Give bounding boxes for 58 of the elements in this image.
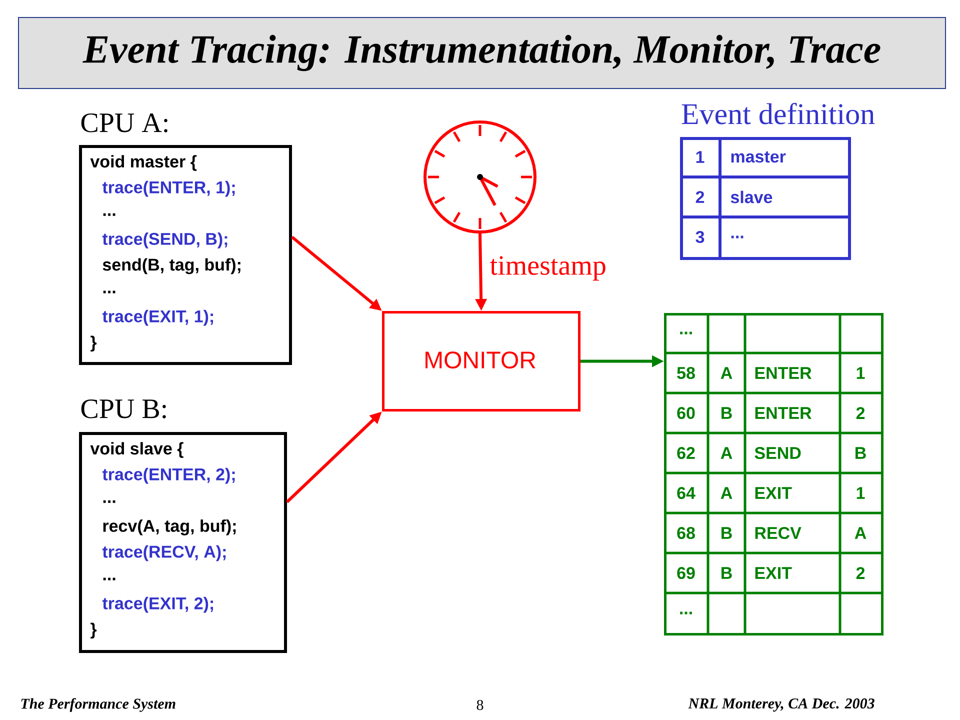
table-cell: A xyxy=(854,527,866,539)
edge-label: timestamp xyxy=(490,256,606,281)
code-line: } xyxy=(90,336,97,352)
clock-drawing xyxy=(424,120,536,234)
code-line: ... xyxy=(103,578,116,580)
table-cell: B xyxy=(722,527,732,539)
table-cell: 1 xyxy=(696,151,704,163)
code-line: trace(ENTER, 2); xyxy=(102,468,235,484)
table-cell: 60 xyxy=(677,406,695,420)
code-line: recv(A, tag, buf); xyxy=(103,519,236,536)
footer-text: 8 xyxy=(476,700,484,710)
table-cell: 64 xyxy=(677,486,696,500)
table-cell: 62 xyxy=(677,446,695,460)
code-line: trace(EXIT, 2); xyxy=(102,596,213,613)
footer-text: NRL Monterey, CA Dec. 2003 xyxy=(688,698,874,712)
table-cell: B xyxy=(722,407,732,419)
code-line: trace(EXIT, 1); xyxy=(102,310,213,326)
table-cell: 1 xyxy=(856,487,865,499)
table-cell: B xyxy=(856,447,866,459)
footer-text: The Performance System xyxy=(21,698,176,712)
table-cell: SEND xyxy=(754,446,801,460)
title-banner: Event Tracing: Instrumentation, Monitor, Trace xyxy=(18,17,946,89)
table-cell: RECV xyxy=(755,526,802,540)
code-line: send(B, tag, buf); xyxy=(102,258,240,274)
code-line: ... xyxy=(103,290,116,294)
code-line: trace(SEND, B); xyxy=(102,232,228,248)
table-cell: slave xyxy=(730,190,772,204)
code-line: void master { xyxy=(90,155,197,171)
table-cell: EXIT xyxy=(755,487,792,499)
table-cell: 2 xyxy=(856,567,865,579)
table-cell: 1 xyxy=(856,367,865,379)
code-line: trace(RECV, A); xyxy=(102,545,226,562)
table-cell: ENTER xyxy=(755,367,812,379)
code-line: ... xyxy=(103,213,116,216)
table-cell: B xyxy=(722,567,732,579)
monitor-box: MONITOR xyxy=(382,311,580,412)
table-cell: 2 xyxy=(856,407,865,419)
table-cell: master xyxy=(731,151,786,163)
code-line: void slave { xyxy=(90,442,184,458)
table-cell: ... xyxy=(731,236,744,238)
table-cell: 69 xyxy=(677,566,695,580)
table-cell: A xyxy=(720,367,732,379)
table-cell: 58 xyxy=(677,366,695,380)
table-cell: 3 xyxy=(696,230,704,244)
heading: CPU A: xyxy=(81,113,168,132)
table-cell: 68 xyxy=(677,526,695,540)
table-cell: 2 xyxy=(696,191,704,203)
table-cell: ENTER xyxy=(755,407,812,419)
table-cell: ... xyxy=(680,332,692,334)
code-line: trace(ENTER, 1); xyxy=(102,180,235,197)
code-line: } xyxy=(90,622,97,639)
table-cell: A xyxy=(720,447,732,459)
table-cell: A xyxy=(720,487,732,499)
heading: Event definition xyxy=(682,102,875,124)
code-line: ... xyxy=(103,500,116,503)
table-cell: ... xyxy=(680,612,692,614)
table-cell: EXIT xyxy=(755,567,792,579)
heading: CPU B: xyxy=(81,399,166,418)
